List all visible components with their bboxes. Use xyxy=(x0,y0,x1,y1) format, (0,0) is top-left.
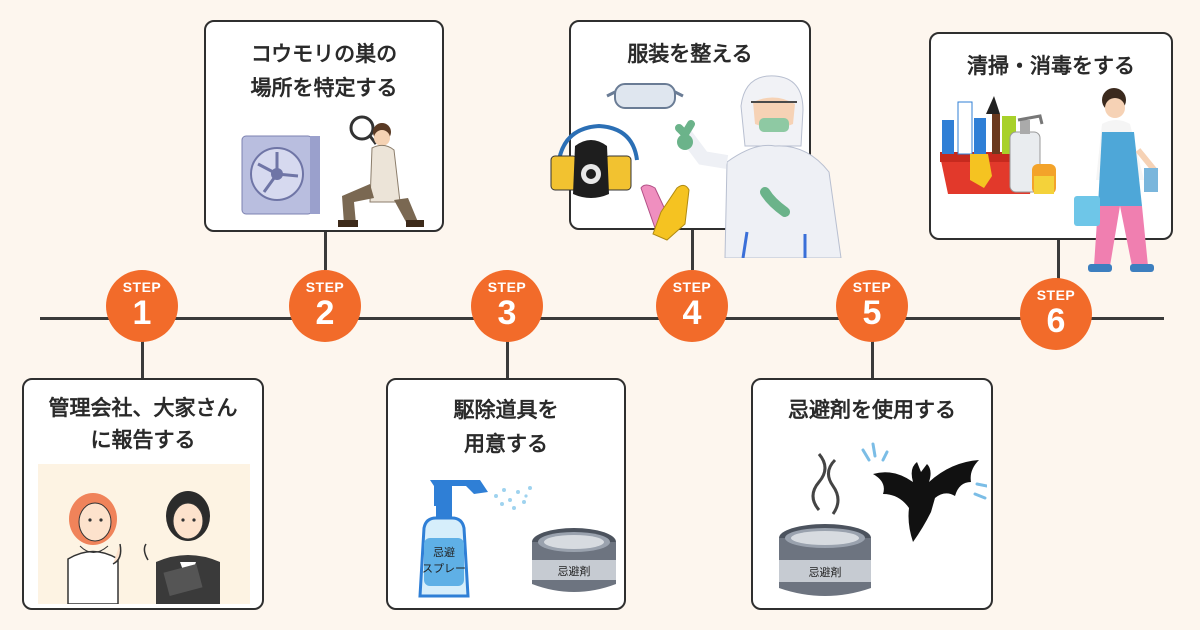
smoking-can-and-bat-illustration: 忌避剤 xyxy=(779,442,987,596)
can-label: 忌避剤 xyxy=(809,565,842,579)
step-number: 4 xyxy=(682,294,702,332)
step-3-card: 駆除道具を 用意する 忌避 スプレー 忌避剤 xyxy=(386,378,626,610)
spray-label-1: 忌避 xyxy=(433,545,455,559)
cleaning-supplies-and-person-illustration xyxy=(940,88,1159,272)
step-2-card: コウモリの巣の 場所を特定する xyxy=(204,20,444,232)
step-label: STEP xyxy=(305,279,345,295)
step-number: 1 xyxy=(132,294,152,332)
connector-step-1 xyxy=(141,340,144,380)
step-5-card: 忌避剤を使用する 忌避剤 xyxy=(751,378,993,610)
card-title-line1: 管理会社、大家さん xyxy=(48,396,238,420)
card-title-line1: 忌避剤を使用する xyxy=(788,398,956,422)
connector-step-3 xyxy=(506,340,509,380)
step-label: STEP xyxy=(122,279,162,295)
spray-label-2: スプレー xyxy=(422,562,466,575)
step-number: 6 xyxy=(1046,302,1066,340)
step-label: STEP xyxy=(852,279,892,295)
card-title-line1: 清掃・消毒をする xyxy=(967,54,1135,78)
connector-step-5 xyxy=(871,340,874,380)
step-number: 5 xyxy=(862,294,882,332)
protective-gear-illustration xyxy=(550,75,842,258)
can-label: 忌避剤 xyxy=(558,564,591,578)
step-label: STEP xyxy=(672,279,712,295)
two-women-talking-illustration xyxy=(38,464,250,604)
timeline-line xyxy=(40,317,1164,320)
step-2-badge: STEP 2 xyxy=(289,270,361,342)
step-4-badge: STEP 4 xyxy=(656,270,728,342)
connector-step-2 xyxy=(324,230,327,270)
card-title-line1: コウモリの巣の xyxy=(250,42,398,66)
card-title-line1: 服装を整える xyxy=(627,42,753,66)
card-title-line2: 用意する xyxy=(464,432,548,456)
step-label: STEP xyxy=(1036,287,1076,303)
card-title-line2: に報告する xyxy=(90,428,196,452)
step-6-badge: STEP 6 xyxy=(1020,278,1092,350)
step-number: 2 xyxy=(315,294,335,332)
step-number: 3 xyxy=(497,294,517,332)
card-title-line1: 駆除道具を xyxy=(453,398,559,422)
inspector-with-ac-unit-illustration xyxy=(241,115,424,227)
step-1-badge: STEP 1 xyxy=(106,270,178,342)
step-5-badge: STEP 5 xyxy=(836,270,908,342)
step-3-badge: STEP 3 xyxy=(471,270,543,342)
step-label: STEP xyxy=(487,279,527,295)
card-title-line2: 場所を特定する xyxy=(250,76,398,100)
connector-step-6 xyxy=(1057,240,1060,280)
step-1-card: 管理会社、大家さん に報告する xyxy=(22,378,264,610)
connector-step-4 xyxy=(691,230,694,270)
repellent-spray-and-can-illustration: 忌避 スプレー 忌避剤 xyxy=(418,480,616,598)
